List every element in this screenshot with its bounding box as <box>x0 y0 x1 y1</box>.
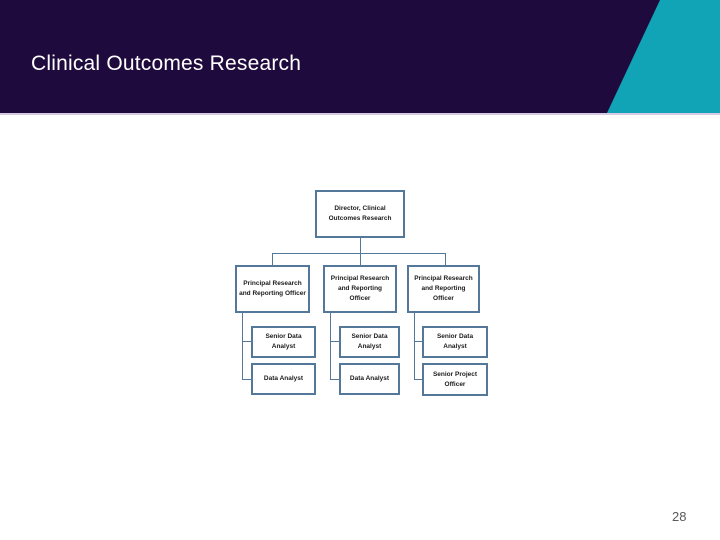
connector-line <box>242 341 251 342</box>
connector-line <box>414 313 415 380</box>
page-number: 28 <box>672 509 687 524</box>
org-box-report: Senior Project Officer <box>422 363 488 396</box>
connector-line <box>242 379 251 380</box>
org-box-report: Senior Data Analyst <box>251 326 316 358</box>
connector-line <box>242 313 243 380</box>
org-box-manager-3: Principal Research and Reporting Officer <box>407 265 480 313</box>
org-box-report: Senior Data Analyst <box>422 326 488 358</box>
slide-title: Clinical Outcomes Research <box>31 52 302 75</box>
header-underline <box>0 113 720 115</box>
org-box-manager-2: Principal Research and Reporting Officer <box>323 265 397 313</box>
org-box-report: Data Analyst <box>339 363 400 395</box>
connector-line <box>330 313 331 380</box>
slide-header: Clinical Outcomes Research <box>0 0 720 113</box>
org-box-report: Senior Data Analyst <box>339 326 400 358</box>
connector-line <box>330 379 339 380</box>
connector-line <box>414 341 422 342</box>
connector-line <box>330 341 339 342</box>
org-box-manager-1: Principal Research and Reporting Officer <box>235 265 310 313</box>
connector-line <box>360 238 361 253</box>
org-box-report: Data Analyst <box>251 363 316 395</box>
connector-line <box>445 253 446 265</box>
connector-line <box>272 253 446 254</box>
connector-line <box>360 253 361 265</box>
connector-line <box>272 253 273 265</box>
org-box-director: Director, Clinical Outcomes Research <box>315 190 405 238</box>
connector-line <box>414 379 422 380</box>
